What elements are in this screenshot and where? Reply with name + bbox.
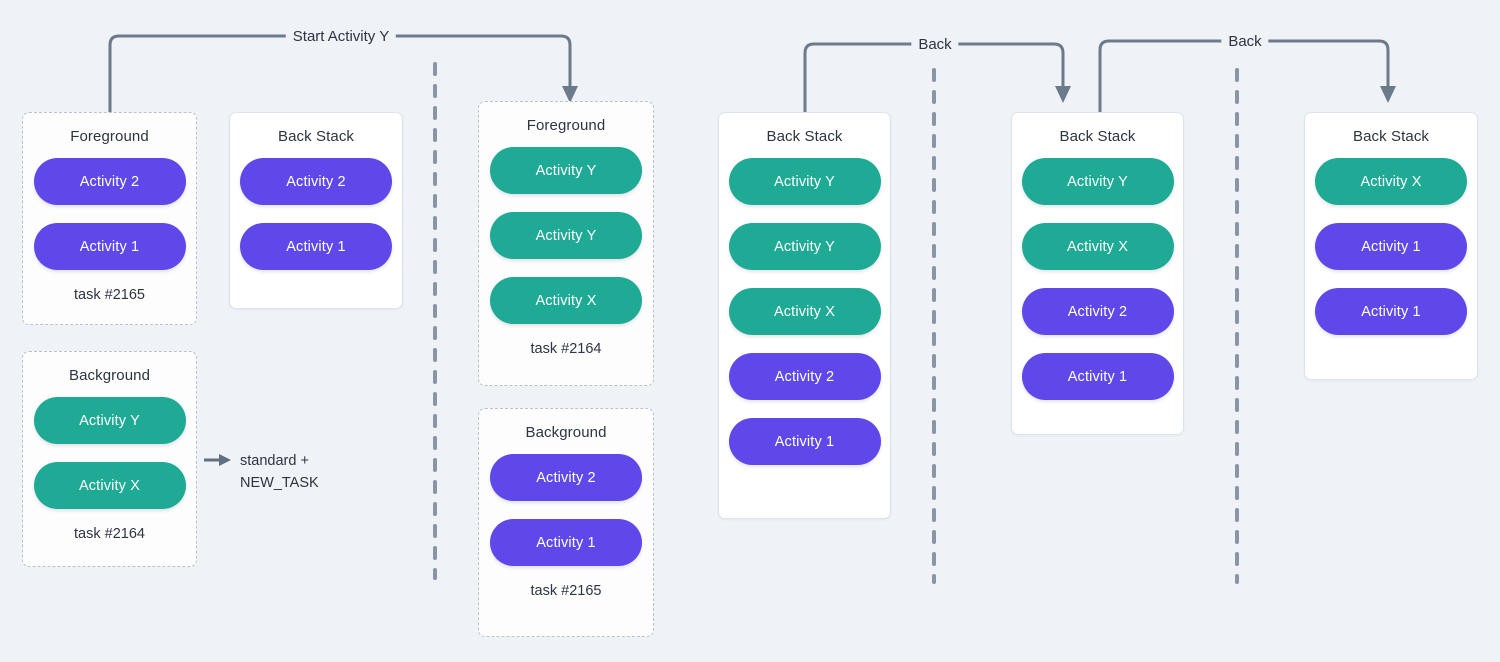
box-footer: task #2165 <box>530 583 602 599</box>
activity-pill[interactable]: Activity 2 <box>1021 288 1174 335</box>
pill-list: Activity 2 Activity 1 <box>23 158 196 270</box>
edge-label-start-activity-y: Start Activity Y <box>285 29 397 45</box>
activity-pill[interactable]: Activity X <box>1021 223 1174 270</box>
activity-pill[interactable]: Activity Y <box>490 212 642 259</box>
task-box-foreground-2165: Foreground Activity 2 Activity 1 task #2… <box>22 112 197 325</box>
activity-pill[interactable]: Activity Y <box>728 223 881 270</box>
edge-back-2-arrowhead <box>1380 86 1396 103</box>
activity-pill[interactable]: Activity 2 <box>240 158 392 205</box>
task-box-back-stack-4: Back Stack Activity Y Activity X Activit… <box>1011 112 1184 435</box>
standard-new-task-label: standard + NEW_TASK <box>240 453 319 491</box>
edge-label-back-1: Back <box>911 37 959 53</box>
box-title: Back Stack <box>1352 128 1430 145</box>
activity-pill[interactable]: Activity 1 <box>1021 353 1174 400</box>
activity-pill[interactable]: Activity 1 <box>1315 223 1467 270</box>
edge-back-2 <box>1098 39 1390 114</box>
pill-list: Activity Y Activity Y Activity X <box>479 147 653 324</box>
box-footer: task #2165 <box>74 287 145 303</box>
task-box-back-stack-3: Back Stack Activity X Activity 1 Activit… <box>1304 112 1478 380</box>
task-box-foreground-2164: Foreground Activity Y Activity Y Activit… <box>478 101 654 386</box>
task-box-background-2164: Background Activity Y Activity X task #2… <box>22 351 197 567</box>
box-title: Foreground <box>526 117 606 134</box>
activity-pill[interactable]: Activity 1 <box>728 418 881 465</box>
activity-pill[interactable]: Activity 1 <box>240 223 392 270</box>
box-title: Back Stack <box>1059 128 1136 145</box>
pill-list: Activity Y Activity Y Activity X Activit… <box>719 158 890 465</box>
edge-back-1-arrowhead <box>1055 86 1071 103</box>
task-box-back-stack-5: Back Stack Activity Y Activity Y Activit… <box>718 112 891 519</box>
box-title: Background <box>68 367 151 384</box>
activity-pill[interactable]: Activity Y <box>490 147 642 194</box>
pill-list: Activity Y Activity X <box>23 397 196 509</box>
box-title: Foreground <box>70 128 149 145</box>
box-title: Back Stack <box>766 128 843 145</box>
activity-pill[interactable]: Activity 2 <box>33 158 186 205</box>
task-box-background-2165: Background Activity 2 Activity 1 task #2… <box>478 408 654 637</box>
activity-pill[interactable]: Activity X <box>1315 158 1467 205</box>
activity-pill[interactable]: Activity 1 <box>33 223 186 270</box>
box-title: Back Stack <box>277 128 355 145</box>
task-box-back-stack-before: Back Stack Activity 2 Activity 1 <box>229 112 403 309</box>
box-footer: task #2164 <box>74 526 145 542</box>
activity-pill[interactable]: Activity 1 <box>1315 288 1467 335</box>
activity-pill[interactable]: Activity X <box>33 462 186 509</box>
pill-list: Activity Y Activity X Activity 2 Activit… <box>1012 158 1183 400</box>
activity-pill[interactable]: Activity Y <box>1021 158 1174 205</box>
activity-pill[interactable]: Activity 1 <box>490 519 642 566</box>
box-title: Background <box>525 424 607 441</box>
standard-new-task-arrow-head <box>219 454 231 466</box>
activity-pill[interactable]: Activity Y <box>728 158 881 205</box>
pill-list: Activity 2 Activity 1 <box>230 158 402 270</box>
box-footer: task #2164 <box>530 341 602 357</box>
activity-pill[interactable]: Activity X <box>490 277 642 324</box>
activity-pill[interactable]: Activity 2 <box>490 454 642 501</box>
edge-label-back-2: Back <box>1221 34 1269 50</box>
pill-list: Activity X Activity 1 Activity 1 <box>1305 158 1477 335</box>
activity-pill[interactable]: Activity Y <box>33 397 186 444</box>
activity-pill[interactable]: Activity X <box>728 288 881 335</box>
activity-pill[interactable]: Activity 2 <box>728 353 881 400</box>
edge-back-1 <box>803 42 1065 114</box>
pill-list: Activity 2 Activity 1 <box>479 454 653 566</box>
